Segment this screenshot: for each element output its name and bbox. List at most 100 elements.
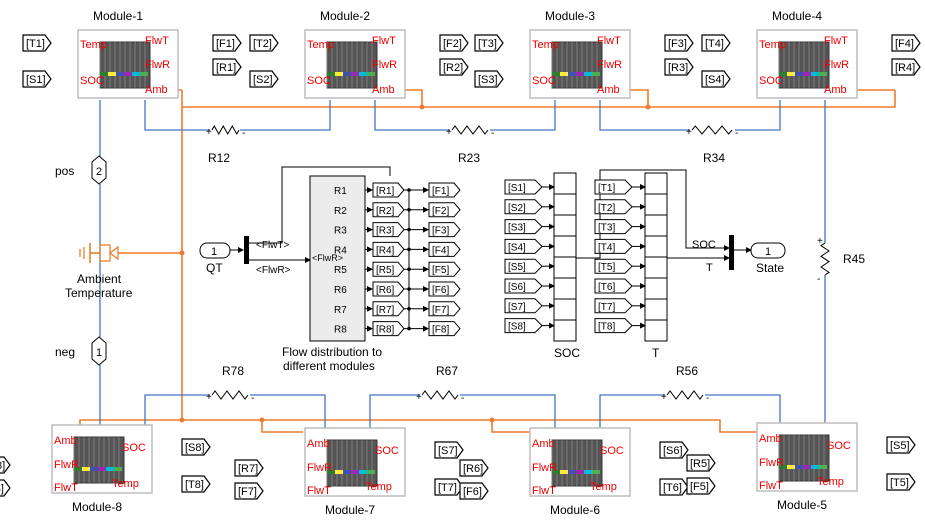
battery-module-5[interactable]: Module-5AmbFlwRFlwTSOCTemp[R5][F5][S5][T… xyxy=(686,422,916,512)
from-s4[interactable]: [S4] xyxy=(504,238,543,254)
goto-r3[interactable]: [R3] xyxy=(372,222,405,238)
from-t6[interactable]: [T6] xyxy=(594,278,633,294)
goto-t4[interactable]: [T4] xyxy=(701,34,731,52)
from-r8[interactable]: [R8] xyxy=(0,456,11,474)
flow-distribution-block[interactable] xyxy=(309,175,366,342)
goto-r4[interactable]: [R4] xyxy=(372,241,405,257)
thermal-wire xyxy=(182,419,303,433)
goto-r1[interactable]: [R1] xyxy=(372,182,405,198)
battery-module-7[interactable]: Module-7AmbFlwRFlwTSOCTemp[R7][F7][S7][T… xyxy=(234,427,464,517)
from-s1[interactable]: [S1] xyxy=(504,179,543,195)
goto-f7[interactable]: [F7] xyxy=(428,301,461,317)
module-name: Module-5 xyxy=(777,498,827,512)
from-s3[interactable]: [S3] xyxy=(504,219,543,235)
from-f4[interactable]: [F4] xyxy=(891,34,921,52)
from-r7[interactable]: [R7] xyxy=(234,459,264,477)
neg-port[interactable]: 1 xyxy=(91,336,107,366)
from-f5[interactable]: [F5] xyxy=(686,477,716,495)
resistor-r78-icon[interactable]: +- xyxy=(206,390,254,404)
state-outport[interactable]: 1 xyxy=(750,242,786,259)
goto-r8[interactable]: [R8] xyxy=(372,321,405,337)
resistor-r12-icon[interactable]: +- xyxy=(206,124,245,139)
from-t3[interactable]: [T3] xyxy=(594,219,633,235)
from-t5[interactable]: [T5] xyxy=(594,258,633,274)
goto-f6[interactable]: [F6] xyxy=(428,281,461,297)
goto-r6[interactable]: [R6] xyxy=(372,281,405,297)
from-f6[interactable]: [F6] xyxy=(459,482,489,500)
goto-f3[interactable]: [F3] xyxy=(428,222,461,238)
goto-f4[interactable]: [F4] xyxy=(428,241,461,257)
resistor-r34-icon[interactable]: +- xyxy=(686,125,738,139)
battery-module-1[interactable]: Module-1TempSOCFlwTFlwRAmb[T1][S1][F1][R… xyxy=(22,9,242,99)
from-r5[interactable]: [R5] xyxy=(686,454,716,472)
goto-s5[interactable]: [S5] xyxy=(886,436,916,454)
goto-s8[interactable]: [S8] xyxy=(181,438,211,456)
goto-s6[interactable]: [S6] xyxy=(659,441,689,459)
goto-t1[interactable]: [T1] xyxy=(22,34,52,52)
goto-t5[interactable]: [T5] xyxy=(886,473,916,491)
goto-s2[interactable]: [S2] xyxy=(249,70,279,88)
pos-port[interactable]: 2 xyxy=(91,155,107,185)
resistor-plus: + xyxy=(416,392,422,403)
battery-module-6[interactable]: Module-6AmbFlwRFlwTSOCTemp[R6][F6][S6][T… xyxy=(459,427,689,517)
resistor-r67-icon[interactable]: +- xyxy=(416,390,464,404)
from-r2[interactable]: [R2] xyxy=(439,58,469,76)
from-t2[interactable]: [T2] xyxy=(594,199,633,215)
from-f2[interactable]: [F2] xyxy=(439,34,469,52)
from-f3[interactable]: [F3] xyxy=(664,34,694,52)
goto-t6[interactable]: [T6] xyxy=(659,478,689,496)
goto-f2[interactable]: [F2] xyxy=(428,202,461,218)
goto-s1[interactable]: [S1] xyxy=(22,70,52,88)
resistor-r56-icon[interactable]: +- xyxy=(661,390,709,404)
from-f7[interactable]: [F7] xyxy=(234,482,264,500)
bus-selector-bar[interactable] xyxy=(244,236,249,264)
goto-s3[interactable]: [S3] xyxy=(474,70,504,88)
resistor-r45-label: R45 xyxy=(843,252,865,266)
from-s7[interactable]: [S7] xyxy=(504,298,543,314)
from-t1[interactable]: [T1] xyxy=(594,179,633,195)
battery-module-8[interactable]: Module-8AmbFlwRFlwTSOCTemp[R8][F8][S8][T… xyxy=(0,424,211,514)
from-f1[interactable]: [F1] xyxy=(212,34,242,52)
resistor-r23-icon[interactable]: +- xyxy=(446,125,494,139)
goto-t7[interactable]: [T7] xyxy=(434,478,464,496)
resistor-r45-icon[interactable]: +- xyxy=(817,236,830,285)
from-tag: [F1] xyxy=(216,38,235,50)
from-r1[interactable]: [R1] xyxy=(212,58,242,76)
from-s5[interactable]: [S5] xyxy=(504,258,543,274)
from-tag: [R2] xyxy=(443,62,463,74)
from-r4[interactable]: [R4] xyxy=(891,58,921,76)
qt-inport[interactable]: 1 xyxy=(199,242,231,259)
battery-module-2[interactable]: Module-2TempSOCFlwTFlwRAmb[T2][S2][F2][R… xyxy=(249,9,469,99)
resistor-plus: + xyxy=(661,392,667,403)
goto-r5[interactable]: [R5] xyxy=(372,261,405,277)
from-f8[interactable]: [F8] xyxy=(0,479,11,497)
goto-f8[interactable]: [F8] xyxy=(428,321,461,337)
goto-s4[interactable]: [S4] xyxy=(701,70,731,88)
soc-mux[interactable]: [S1] [S2] [S3] [S4] [S5] [S6] [S7] [S8] xyxy=(504,172,577,342)
ambient-temperature-icon[interactable] xyxy=(79,243,119,263)
from-s6[interactable]: [S6] xyxy=(504,278,543,294)
goto-r7[interactable]: [R7] xyxy=(372,301,405,317)
resistor-minus: - xyxy=(242,128,245,139)
from-s2[interactable]: [S2] xyxy=(504,199,543,215)
battery-module-4[interactable]: Module-4TempSOCFlwTFlwRAmb[T4][S4][F4][R… xyxy=(701,9,921,99)
from-t8[interactable]: [T8] xyxy=(594,318,633,334)
battery-module-3[interactable]: Module-3TempSOCFlwTFlwRAmb[T3][S3][F3][R… xyxy=(474,9,694,99)
port-amb: Amb xyxy=(824,84,847,96)
from-r6[interactable]: [R6] xyxy=(459,459,489,477)
goto-r2[interactable]: [R2] xyxy=(372,202,405,218)
goto-t8[interactable]: [T8] xyxy=(181,475,211,493)
goto-f1[interactable]: [F1] xyxy=(428,182,461,198)
goto-t3[interactable]: [T3] xyxy=(474,34,504,52)
goto-s7[interactable]: [S7] xyxy=(434,441,464,459)
neg-port-number: 1 xyxy=(96,347,102,359)
goto-t2[interactable]: [T2] xyxy=(249,34,279,52)
from-s8[interactable]: [S8] xyxy=(504,318,543,334)
state-bus-bar[interactable] xyxy=(729,235,734,270)
t-mux-label: T xyxy=(652,346,660,360)
from-r3[interactable]: [R3] xyxy=(664,58,694,76)
t-mux[interactable]: [T1] [T2] [T3] [T4] [T5] [T6] [T7] [T8] xyxy=(594,172,668,342)
goto-f5[interactable]: [F5] xyxy=(428,261,461,277)
from-t7[interactable]: [T7] xyxy=(594,298,633,314)
from-t4[interactable]: [T4] xyxy=(594,238,633,254)
